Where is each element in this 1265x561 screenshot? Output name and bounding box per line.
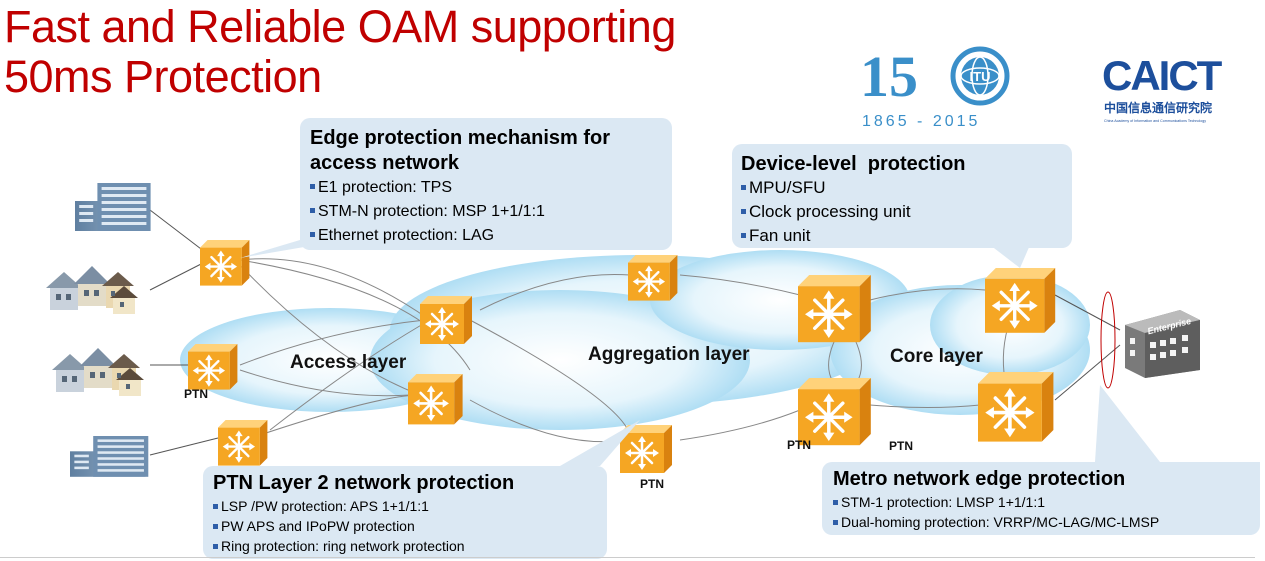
- caict-logo: CAICT 中国信息通信研究院 China Academy of Informa…: [1102, 52, 1224, 123]
- bullet-icon: [213, 503, 218, 509]
- list-item: Fan unit: [741, 224, 1072, 248]
- bullet-icon: [741, 185, 746, 191]
- page-title: Fast and Reliable OAM supporting 50ms Pr…: [4, 2, 676, 102]
- list-item-text: Dual-homing protection: VRRP/MC-LAG/MC-L…: [841, 514, 1160, 530]
- list-item: LSP /PW protection: APS 1+1/1:1: [213, 496, 607, 516]
- ptn-layer2-callout: PTN Layer 2 network protection LSP /PW p…: [203, 466, 607, 559]
- title-line-2: 50ms Protection: [4, 51, 322, 102]
- list-item: MPU/SFU: [741, 176, 1072, 200]
- list-item-text: Ethernet protection: LAG: [318, 227, 495, 244]
- enterprise-building: Enterprise: [1125, 310, 1200, 378]
- list-item: STM-1 protection: LMSP 1+1/1:1: [833, 492, 1260, 512]
- ptn-label-core-left: PTN: [787, 438, 811, 452]
- bullet-icon: [741, 233, 746, 239]
- list-item: Dual-homing protection: VRRP/MC-LAG/MC-L…: [833, 512, 1260, 532]
- metro-edge-title: Metro network edge protection: [833, 468, 1126, 490]
- bullet-icon: [741, 209, 746, 215]
- ptn-label-aggregation: PTN: [640, 477, 664, 491]
- ptn-label-core-right: PTN: [889, 439, 913, 453]
- list-item-text: STM-1 protection: LMSP 1+1/1:1: [841, 494, 1046, 510]
- list-item-text: Fan unit: [749, 226, 811, 245]
- bullet-icon: [213, 523, 218, 529]
- itu-years: 1865 - 2015: [862, 113, 980, 130]
- list-item-text: E1 protection: TPS: [318, 179, 452, 196]
- core-layer-label: Core layer: [890, 346, 983, 367]
- list-item: Ring protection: ring network protection: [213, 536, 607, 556]
- edge-protection-title-line-2: access network: [310, 152, 459, 174]
- list-item: Ethernet protection: LAG: [310, 224, 672, 248]
- device-protection-title: Device-level protection: [741, 153, 966, 175]
- caict-subtitle-cn: 中国信息通信研究院: [1104, 100, 1212, 115]
- list-item-text: Clock processing unit: [749, 202, 911, 221]
- bullet-icon: [213, 543, 218, 549]
- edge-protection-callout: Edge protection mechanism for access net…: [300, 118, 672, 250]
- list-item: E1 protection: TPS: [310, 176, 672, 200]
- link-lines: [149, 209, 1121, 456]
- list-item-text: STM-N protection: MSP 1+1/1:1: [318, 203, 545, 220]
- list-item: Clock processing unit: [741, 200, 1072, 224]
- edge-protection-title-line-1: Edge protection mechanism for: [310, 127, 611, 149]
- list-item-text: PW APS and IPoPW protection: [221, 518, 415, 534]
- caict-name: CAICT: [1102, 52, 1223, 99]
- itu-number: 15: [860, 46, 918, 109]
- device-protection-list: MPU/SFU Clock processing unit Fan unit: [741, 176, 1072, 248]
- ptn-label-access: PTN: [184, 387, 208, 401]
- list-item-text: MPU/SFU: [749, 178, 826, 197]
- list-item: PW APS and IPoPW protection: [213, 516, 607, 536]
- ptn-layer2-title: PTN Layer 2 network protection: [213, 472, 515, 494]
- metro-edge-callout: Metro network edge protection STM-1 prot…: [822, 462, 1260, 535]
- bullet-icon: [310, 184, 315, 190]
- access-layer-label: Access layer: [290, 352, 407, 373]
- bullet-icon: [833, 499, 838, 505]
- list-item: STM-N protection: MSP 1+1/1:1: [310, 200, 672, 224]
- edge-protection-title: Edge protection mechanism for access net…: [310, 126, 672, 176]
- list-item-text: Ring protection: ring network protection: [221, 538, 465, 554]
- bullet-icon: [833, 519, 838, 525]
- bullet-icon: [310, 232, 315, 238]
- device-protection-callout: Device-level protection MPU/SFU Clock pr…: [732, 144, 1072, 248]
- title-line-1: Fast and Reliable OAM supporting: [4, 1, 676, 52]
- edge-protection-list: E1 protection: TPS STM-N protection: MSP…: [310, 176, 672, 248]
- metro-edge-list: STM-1 protection: LMSP 1+1/1:1 Dual-homi…: [833, 492, 1260, 532]
- aggregation-layer-label: Aggregation layer: [588, 344, 750, 365]
- itu-emblem-text: ITU: [970, 69, 991, 84]
- bullet-icon: [310, 208, 315, 214]
- list-item-text: LSP /PW protection: APS 1+1/1:1: [221, 498, 429, 514]
- ptn-layer2-list: LSP /PW protection: APS 1+1/1:1 PW APS a…: [213, 496, 607, 556]
- caict-subtitle-en: China Academy of Information and Communi…: [1104, 119, 1206, 123]
- itu-150-logo: 15 ITU 1865 - 2015: [860, 46, 1010, 130]
- footer-divider: [0, 557, 1255, 558]
